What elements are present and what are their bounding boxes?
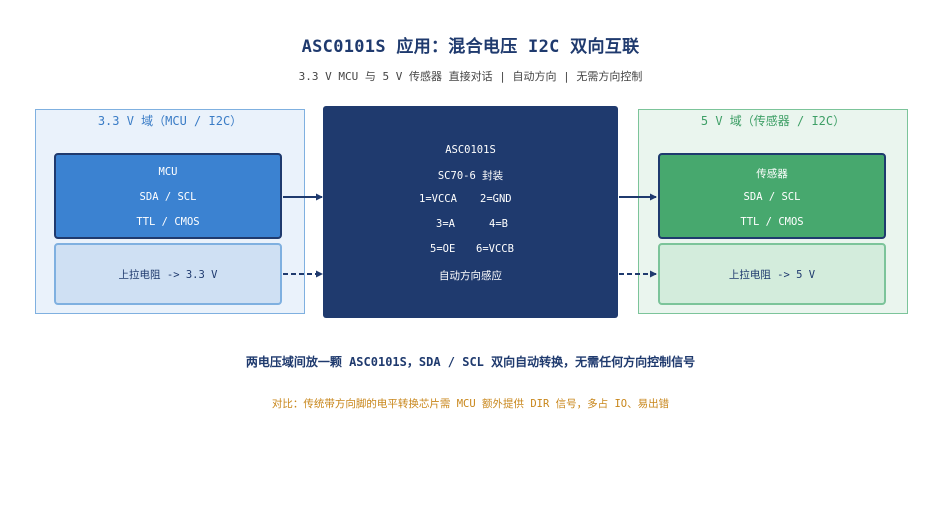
pin-5: 5=OE xyxy=(430,243,456,255)
pullup-5v: 上拉电阻 -> 5 V xyxy=(658,243,886,305)
page-title: ASC0101S 应用：混合电压 I2C 双向互联 xyxy=(301,37,640,57)
pin-3: 3=A xyxy=(436,218,455,230)
sensor-name: 传感器 xyxy=(756,168,788,180)
pullup-3v3: 上拉电阻 -> 3.3 V xyxy=(54,243,282,305)
mcu-block: MCU SDA / SCL TTL / CMOS xyxy=(54,153,282,239)
pin-1: 1=VCCA xyxy=(419,193,457,205)
domain-3v3-label: 3.3 V 域（MCU / I2C） xyxy=(97,114,243,128)
contrast-note: 对比：传统带方向脚的电平转换芯片需 MCU 额外提供 DIR 信号，多占 IO、… xyxy=(271,398,670,410)
domain-5v-label: 5 V 域（传感器 / I2C） xyxy=(700,114,846,128)
pin-6: 6=VCCB xyxy=(476,243,514,255)
chip-name: ASC0101S xyxy=(445,144,496,156)
sensor-block: 传感器 SDA / SCL TTL / CMOS xyxy=(658,153,886,239)
sensor-bus: SDA / SCL xyxy=(743,191,801,203)
chip-feature: 自动方向感应 xyxy=(439,270,502,282)
asc0101s-chip: ASC0101S SC70-6 封装 1=VCCA 2=GND 3=A 4=B … xyxy=(323,106,618,318)
mcu-logic: TTL / CMOS xyxy=(136,216,200,228)
pin-2: 2=GND xyxy=(480,193,512,205)
page-subtitle: 3.3 V MCU 与 5 V 传感器 直接对话 | 自动方向 | 无需方向控制 xyxy=(298,70,643,83)
pin-4: 4=B xyxy=(489,218,508,230)
mcu-name: MCU xyxy=(158,166,178,178)
usage-note: 两电压域间放一颗 ASC0101S，SDA / SCL 双向自动转换，无需任何方… xyxy=(245,355,696,369)
mcu-bus: SDA / SCL xyxy=(139,191,197,203)
chip-package: SC70-6 封装 xyxy=(437,170,504,182)
sensor-logic: TTL / CMOS xyxy=(740,216,804,228)
